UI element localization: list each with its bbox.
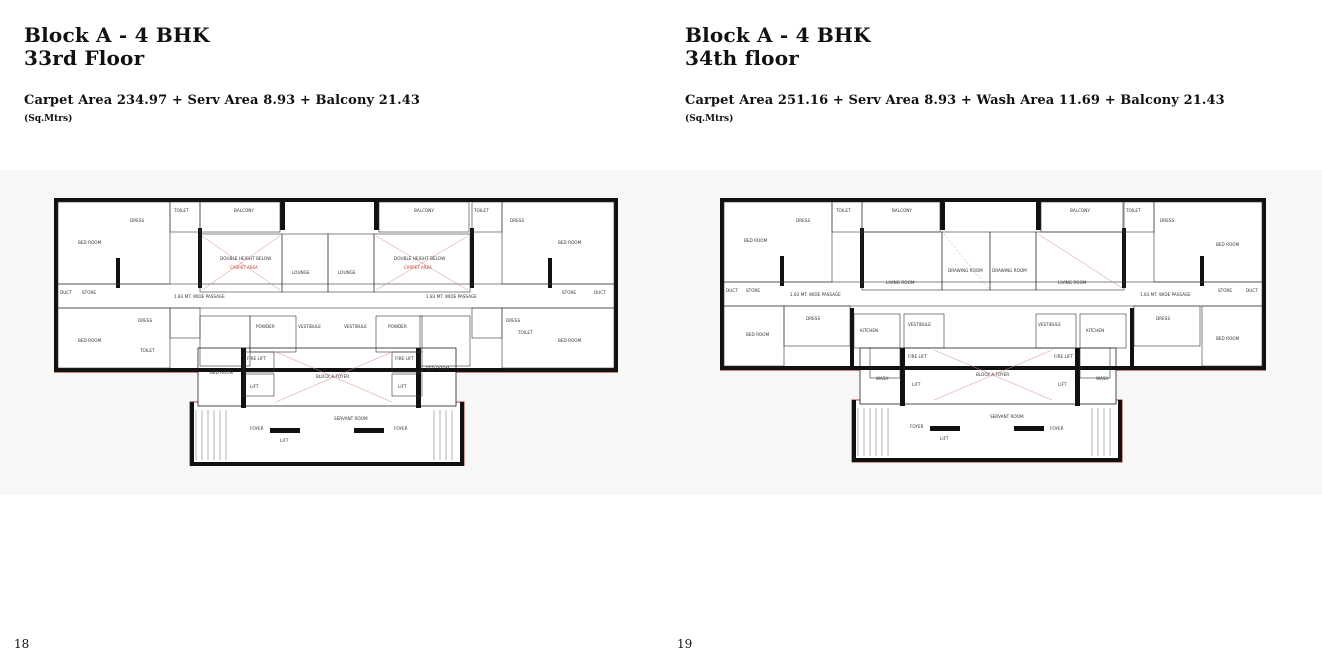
floor-plan-drawing: DRESS TOILET BALCONY BALCONY TOILET DRES… (720, 198, 1266, 463)
page-left: Block A - 4 BHK 33rd Floor Carpet Area 2… (14, 23, 618, 651)
label-vestibule: VESTIBULE (298, 324, 321, 329)
label-dress: DRESS (138, 318, 152, 323)
label-bedroom: BED ROOM (746, 332, 770, 337)
label-store: STORE (746, 288, 760, 293)
label-store: STORE (1218, 288, 1232, 293)
label-store: STORE (82, 290, 96, 295)
label-servant-room: SERVANT ROOM (334, 416, 368, 421)
label-duct: DUCT (594, 290, 606, 295)
label-lift: LIFT (1058, 382, 1067, 387)
label-foyer: FOYER (394, 426, 408, 431)
label-store: STORE (562, 290, 576, 295)
page-right: Block A - 4 BHK 34th floor Carpet Area 2… (661, 0, 1322, 663)
label-wash: WASH (1096, 376, 1109, 381)
label-drawing-room: DRAWING ROOM (948, 268, 983, 273)
label-block-foyer: BLOCK A FOYER (316, 374, 349, 379)
area-summary: Carpet Area 234.97 + Serv Area 8.93 + Ba… (24, 93, 420, 108)
label-lift: LIFT (280, 438, 289, 443)
label-bedroom: BED ROOM (78, 338, 102, 343)
page-number: 19 (677, 637, 693, 651)
label-dress: DRESS (796, 218, 810, 223)
label-vestibule: VESTIBULE (1038, 322, 1061, 327)
label-double-height: DOUBLE HEIGHT BELOW (220, 256, 271, 261)
label-lift: LIFT (398, 384, 407, 389)
label-kitchen: KITCHEN (860, 328, 878, 333)
floor-plan-drawing: DRESS TOILET BALCONY BALCONY TOILET DRES… (54, 198, 618, 466)
label-powder: POWDER (388, 324, 407, 329)
label-bedroom: BED ROOM (1216, 242, 1240, 247)
label-bedroom: BED ROOM (558, 338, 582, 343)
label-lift: LIFT (250, 384, 259, 389)
title-block: Block A - 4 BHK (685, 23, 871, 47)
label-toilet: TOILET (517, 330, 533, 335)
label-toilet: TOILET (835, 208, 851, 213)
label-foyer: FOYER (1050, 426, 1064, 431)
label-powder: POWDER (256, 324, 275, 329)
label-balcony: BALCONY (414, 208, 434, 213)
label-passage: 1.83 MT. WIDE PASSAGE (426, 294, 477, 299)
label-passage: 1.83 MT. WIDE PASSAGE (1140, 292, 1191, 297)
label-servant-room: SERVANT ROOM (990, 414, 1024, 419)
label-bedroom: BED ROOM (558, 240, 582, 245)
label-fire-lift: FIRE LIFT (1054, 354, 1073, 359)
floor-plan-33rd: DRESS TOILET BALCONY BALCONY TOILET DRES… (54, 198, 618, 466)
label-passage: 1.83 MT. WIDE PASSAGE (790, 292, 841, 297)
label-toilet: TOILET (1125, 208, 1141, 213)
label-duct: DUCT (1246, 288, 1258, 293)
area-unit: (Sq.Mtrs) (24, 114, 73, 124)
label-duct: DUCT (60, 290, 72, 295)
label-balcony: BALCONY (892, 208, 912, 213)
title-block: Block A - 4 BHK (24, 23, 210, 47)
label-fire-lift: FIRE LIFT (395, 356, 414, 361)
page-title: Block A - 4 BHK 33rd Floor (24, 24, 210, 70)
label-balcony: BALCONY (1070, 208, 1090, 213)
label-living-room: LIVING ROOM (886, 280, 915, 285)
area-unit: (Sq.Mtrs) (685, 114, 734, 124)
label-double-height: DOUBLE HEIGHT BELOW (394, 256, 445, 261)
label-lounge: LOUNGE (338, 270, 356, 275)
label-bedroom: BED ROOM (426, 366, 450, 371)
label-fire-lift: FIRE LIFT (908, 354, 927, 359)
label-toilet: TOILET (473, 208, 489, 213)
label-dress: DRESS (130, 218, 144, 223)
label-lift: LIFT (940, 436, 949, 441)
label-bedroom: BED ROOM (210, 370, 234, 375)
label-carpet-area: CARPET AREA (404, 265, 432, 270)
page-title: Block A - 4 BHK 34th floor (685, 24, 871, 70)
label-dress: DRESS (1156, 316, 1170, 321)
title-floor: 34th floor (685, 46, 799, 70)
label-bedroom: BED ROOM (1216, 336, 1240, 341)
label-toilet: TOILET (139, 348, 155, 353)
label-toilet: TOILET (173, 208, 189, 213)
label-dress: DRESS (806, 316, 820, 321)
label-balcony: BALCONY (234, 208, 254, 213)
area-summary: Carpet Area 251.16 + Serv Area 8.93 + Wa… (685, 93, 1225, 108)
label-drawing-room: DRAWING ROOM (992, 268, 1027, 273)
label-fire-lift: FIRE LIFT (247, 356, 266, 361)
label-carpet-area: CARPET AREA (230, 265, 258, 270)
label-foyer: FOYER (250, 426, 264, 431)
label-dress: DRESS (510, 218, 524, 223)
label-wash: WASH (876, 376, 889, 381)
label-passage: 1.83 MT. WIDE PASSAGE (174, 294, 225, 299)
label-dress: DRESS (506, 318, 520, 323)
label-vestibule: VESTIBULE (344, 324, 367, 329)
label-dress: DRESS (1160, 218, 1174, 223)
label-vestibule: VESTIBULE (908, 322, 931, 327)
label-lift: LIFT (912, 382, 921, 387)
label-kitchen: KITCHEN (1086, 328, 1104, 333)
title-floor: 33rd Floor (24, 46, 145, 70)
label-lounge: LOUNGE (292, 270, 310, 275)
label-living-room: LIVING ROOM (1058, 280, 1087, 285)
page-number: 18 (14, 637, 30, 651)
label-duct: DUCT (726, 288, 738, 293)
floor-plan-34th: DRESS TOILET BALCONY BALCONY TOILET DRES… (720, 198, 1266, 464)
label-bedroom: BED ROOM (744, 238, 768, 243)
label-bedroom: BED ROOM (78, 240, 102, 245)
label-foyer: FOYER (910, 424, 924, 429)
label-block-foyer: BLOCK A FOYER (976, 372, 1009, 377)
